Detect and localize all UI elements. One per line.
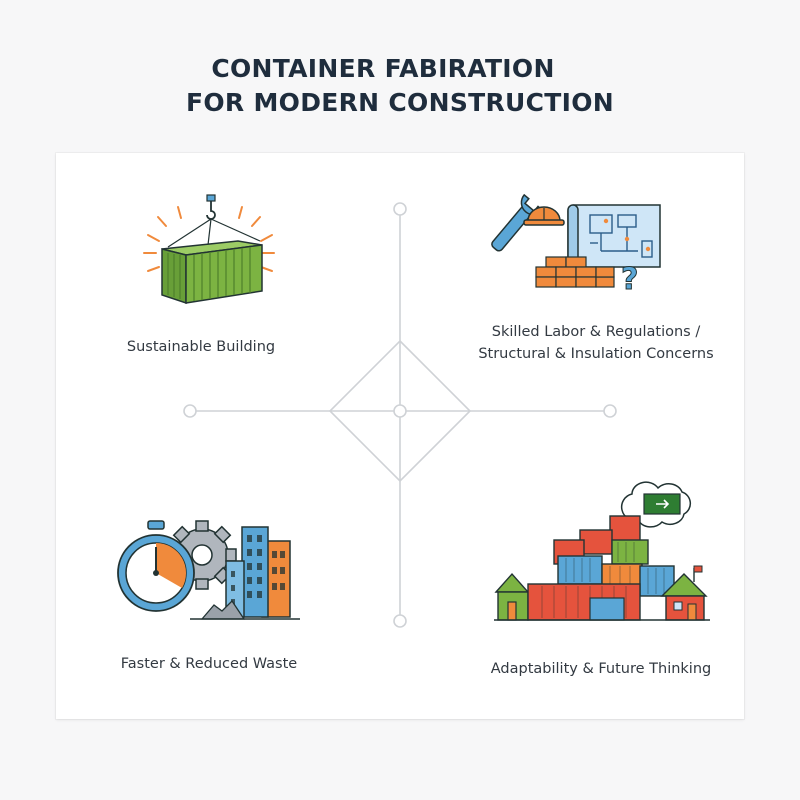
quadrant-label-faster-reduced-waste: Faster & Reduced Waste [120,656,298,672]
connector-node-right [603,404,617,418]
tools-blueprint-bricks-icon: ? [491,193,661,298]
svg-text:?: ? [621,262,638,297]
quadrant-label-adaptability: Adaptability & Future Thinking [490,661,712,677]
connector-node-bottom [393,614,407,628]
stacked-containers-houses-icon [494,481,710,621]
stopwatch-gear-building-icon [117,520,300,620]
title-line-1: CONTAINER FABIRATION [211,54,555,83]
diagram-panel: Sustainable Building [56,153,744,719]
connector-node-top [393,202,407,216]
diagram-title: CONTAINER FABIRATION FOR MODERN CONSTRUC… [0,52,800,120]
connector-node-left [183,404,197,418]
quadrant-label-sustainable-building: Sustainable Building [126,339,276,355]
quadrant-label-skilled-labor: Skilled Labor & Regulations / Structural… [446,321,746,365]
center-diamond [328,339,472,483]
skilled-labor-label-line-1: Skilled Labor & Regulations / [491,324,701,340]
shipping-container-crane-icon [143,194,275,305]
center-connector-diagram [183,202,617,628]
title-line-2: FOR MODERN CONSTRUCTION [185,88,615,117]
connector-node-center [393,404,407,418]
skilled-labor-label-line-2: Structural & Insulation Concerns [478,346,714,362]
